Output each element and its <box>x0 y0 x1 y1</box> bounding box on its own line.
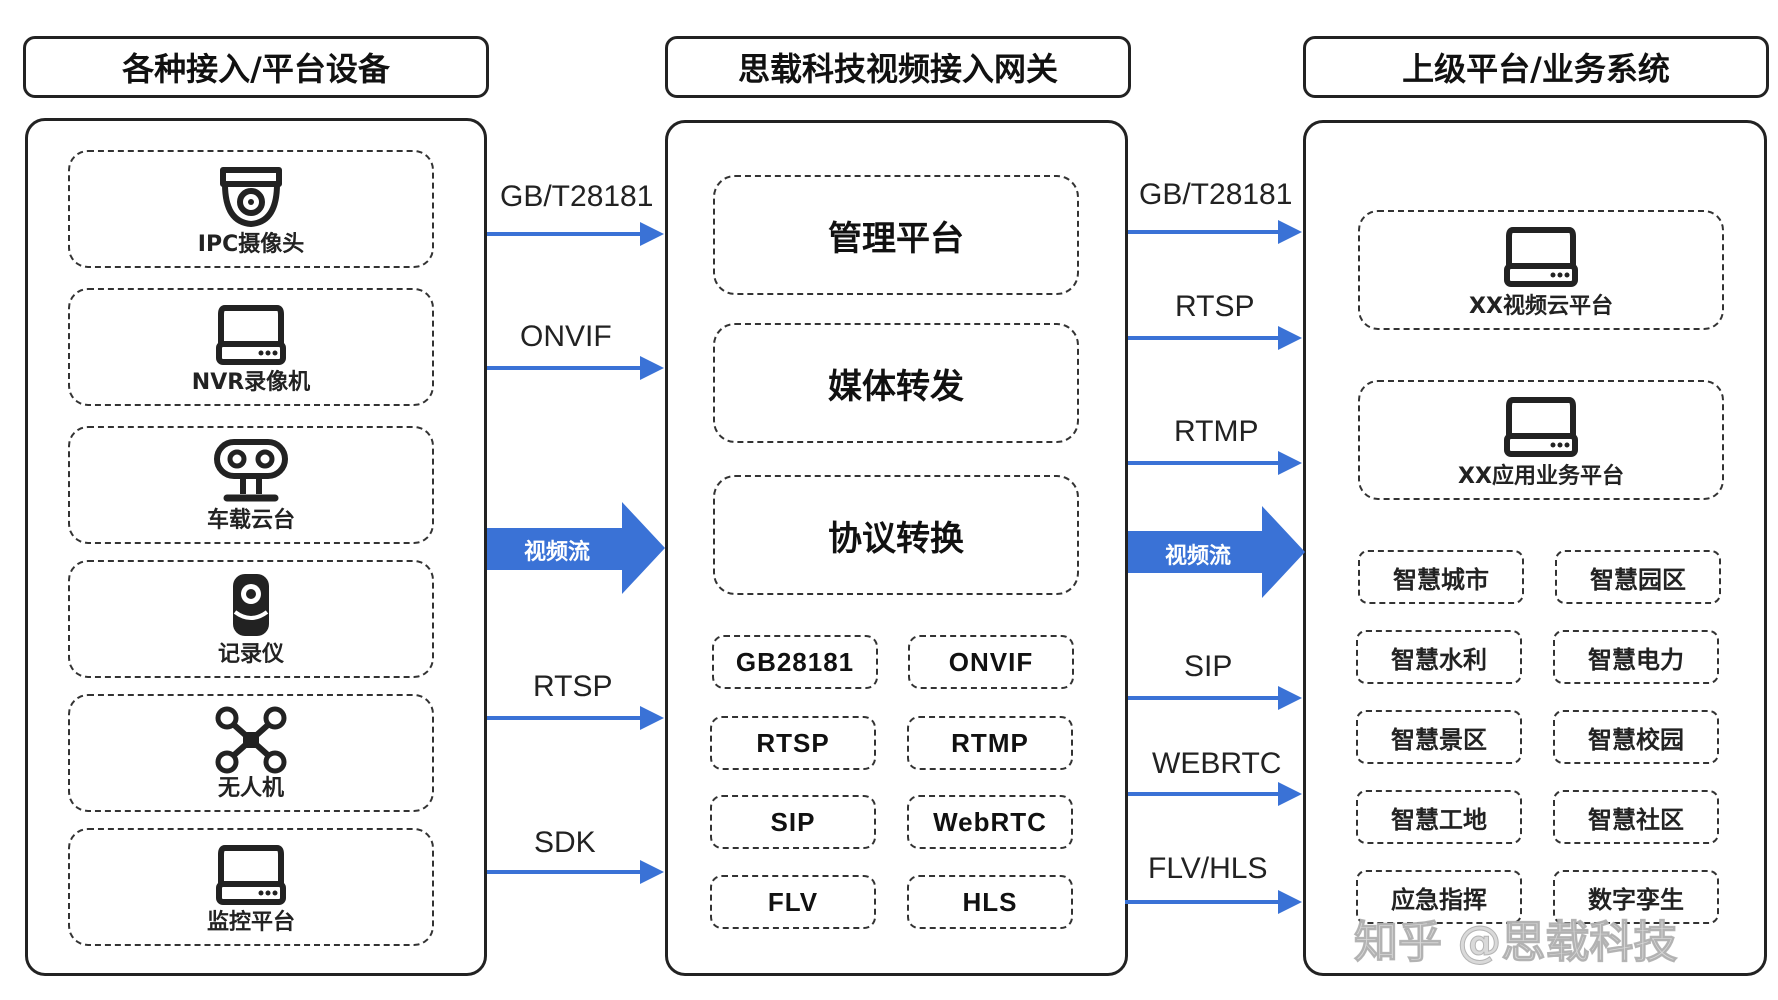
business-chip: 智慧水利 <box>1356 630 1522 684</box>
protocol-chip-onvif: ONVIF <box>908 635 1074 689</box>
business-chip: 智慧校园 <box>1553 710 1719 764</box>
device-label: NVR录像机 <box>191 370 311 395</box>
header-platforms: 上级平台/业务系统 <box>1303 36 1769 98</box>
device-card-nvr: NVR录像机 <box>68 288 434 406</box>
device-label: 监控平台 <box>206 910 295 935</box>
business-chip: 智慧工地 <box>1356 790 1522 844</box>
platform-label: XX视频云平台 <box>1469 294 1613 319</box>
arrow-in-stream <box>487 502 665 594</box>
protocol-chip-rtmp: RTMP <box>907 716 1073 770</box>
platform-card-video-cloud: XX视频云平台 <box>1358 210 1724 330</box>
outbound-protocol-label: GB/T28181 <box>1139 178 1293 211</box>
drone-icon <box>215 706 287 774</box>
device-label: 记录仪 <box>217 642 284 667</box>
business-chip: 智慧社区 <box>1553 790 1719 844</box>
protocol-chip-webrtc: WebRTC <box>907 795 1073 849</box>
business-chip: 智慧园区 <box>1555 550 1721 604</box>
inbound-protocol-label: SDK <box>534 826 596 859</box>
devices-panel <box>25 118 487 976</box>
inbound-protocol-label: RTSP <box>533 670 613 703</box>
gateway-panel <box>665 120 1128 976</box>
device-card-gimbal: 车载云台 <box>68 426 434 544</box>
protocol-chip-hls: HLS <box>907 875 1073 929</box>
watermark: 知乎 @思载科技 <box>1353 917 1678 969</box>
business-chip: 数字孪生 <box>1553 870 1719 924</box>
header-gateway: 思载科技视频接入网关 <box>665 36 1131 98</box>
header-devices: 各种接入/平台设备 <box>23 36 489 98</box>
stream-label-out: 视频流 <box>1165 544 1232 569</box>
inbound-protocol-label: GB/T28181 <box>500 180 654 213</box>
outbound-protocol-label: RTMP <box>1174 415 1259 448</box>
stream-label-in: 视频流 <box>524 540 591 565</box>
server-icon <box>1504 397 1578 457</box>
platform-label: XX应用业务平台 <box>1458 464 1624 489</box>
protocol-chip-gb28181: GB28181 <box>712 635 878 689</box>
device-label: IPC摄像头 <box>197 232 305 257</box>
business-chip: 智慧城市 <box>1358 550 1524 604</box>
vehicle-gimbal-icon <box>214 439 288 502</box>
outbound-protocol-label: FLV/HLS <box>1148 852 1268 885</box>
outbound-protocol-label: WEBRTC <box>1152 747 1282 780</box>
server-icon <box>1504 227 1578 287</box>
dome-camera-icon <box>220 167 282 228</box>
nvr-recorder-icon <box>216 305 286 365</box>
business-chip: 智慧电力 <box>1553 630 1719 684</box>
platform-card-business: XX应用业务平台 <box>1358 380 1724 500</box>
arrow-out-stream <box>1128 506 1305 598</box>
device-card-drone: 无人机 <box>68 694 434 812</box>
device-card-recorder: 记录仪 <box>68 560 434 678</box>
device-card-monitor: 监控平台 <box>68 828 434 946</box>
device-label: 无人机 <box>217 776 284 801</box>
function-management-platform: 管理平台 <box>713 175 1079 295</box>
body-recorder-icon <box>233 574 269 636</box>
business-chip: 智慧景区 <box>1356 710 1522 764</box>
platforms-panel <box>1303 120 1767 976</box>
inbound-protocol-label: ONVIF <box>520 320 612 353</box>
protocol-chip-flv: FLV <box>710 875 876 929</box>
monitor-platform-icon <box>216 845 286 905</box>
protocol-chip-sip: SIP <box>710 795 876 849</box>
protocol-chip-rtsp: RTSP <box>710 716 876 770</box>
device-label: 车载云台 <box>206 508 295 533</box>
device-card-ipc: IPC摄像头 <box>68 150 434 268</box>
function-media-forwarding: 媒体转发 <box>713 323 1079 443</box>
function-protocol-conversion: 协议转换 <box>713 475 1079 595</box>
outbound-protocol-label: SIP <box>1184 650 1233 683</box>
business-chip: 应急指挥 <box>1356 870 1522 924</box>
outbound-protocol-label: RTSP <box>1175 290 1255 323</box>
